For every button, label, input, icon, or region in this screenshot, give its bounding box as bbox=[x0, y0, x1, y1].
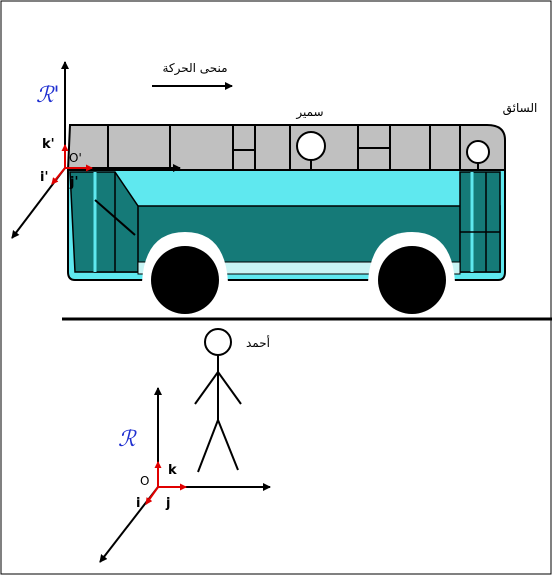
moving-frame-name: ℛ' bbox=[36, 83, 60, 108]
ground-frame-k: k bbox=[168, 463, 177, 478]
ground-frame-i: i bbox=[136, 496, 140, 511]
driver-label: السائق bbox=[503, 101, 538, 116]
ground-frame-origin: O bbox=[140, 474, 149, 488]
pedestrian bbox=[194, 328, 242, 473]
moving-frame-origin: O' bbox=[69, 151, 82, 165]
passenger-head bbox=[296, 131, 326, 161]
bus-roof-dividers bbox=[107, 125, 461, 170]
moving-frame-i: i' bbox=[40, 170, 48, 185]
passenger-label: سمير bbox=[295, 105, 323, 120]
ground-frame: ℛ O k j i bbox=[99, 387, 271, 563]
bus-roof bbox=[66, 124, 506, 171]
ground-frame-name: ℛ bbox=[118, 427, 137, 452]
moving-frame-k: k' bbox=[42, 137, 55, 152]
moving-frame: ℛ' O' k' j' i' bbox=[11, 61, 181, 239]
rear-wheel bbox=[378, 246, 446, 314]
bus-front-door bbox=[69, 171, 139, 273]
bus-rear-door bbox=[459, 171, 501, 273]
pedestrian-label: أحمد bbox=[246, 335, 270, 350]
bus bbox=[66, 124, 506, 314]
moving-frame-j: j' bbox=[69, 175, 78, 190]
front-wheel bbox=[151, 246, 219, 314]
ground-frame-j: j bbox=[165, 496, 170, 511]
motion-direction-label: منحى الحركة bbox=[162, 61, 227, 76]
driver-head bbox=[466, 140, 490, 164]
